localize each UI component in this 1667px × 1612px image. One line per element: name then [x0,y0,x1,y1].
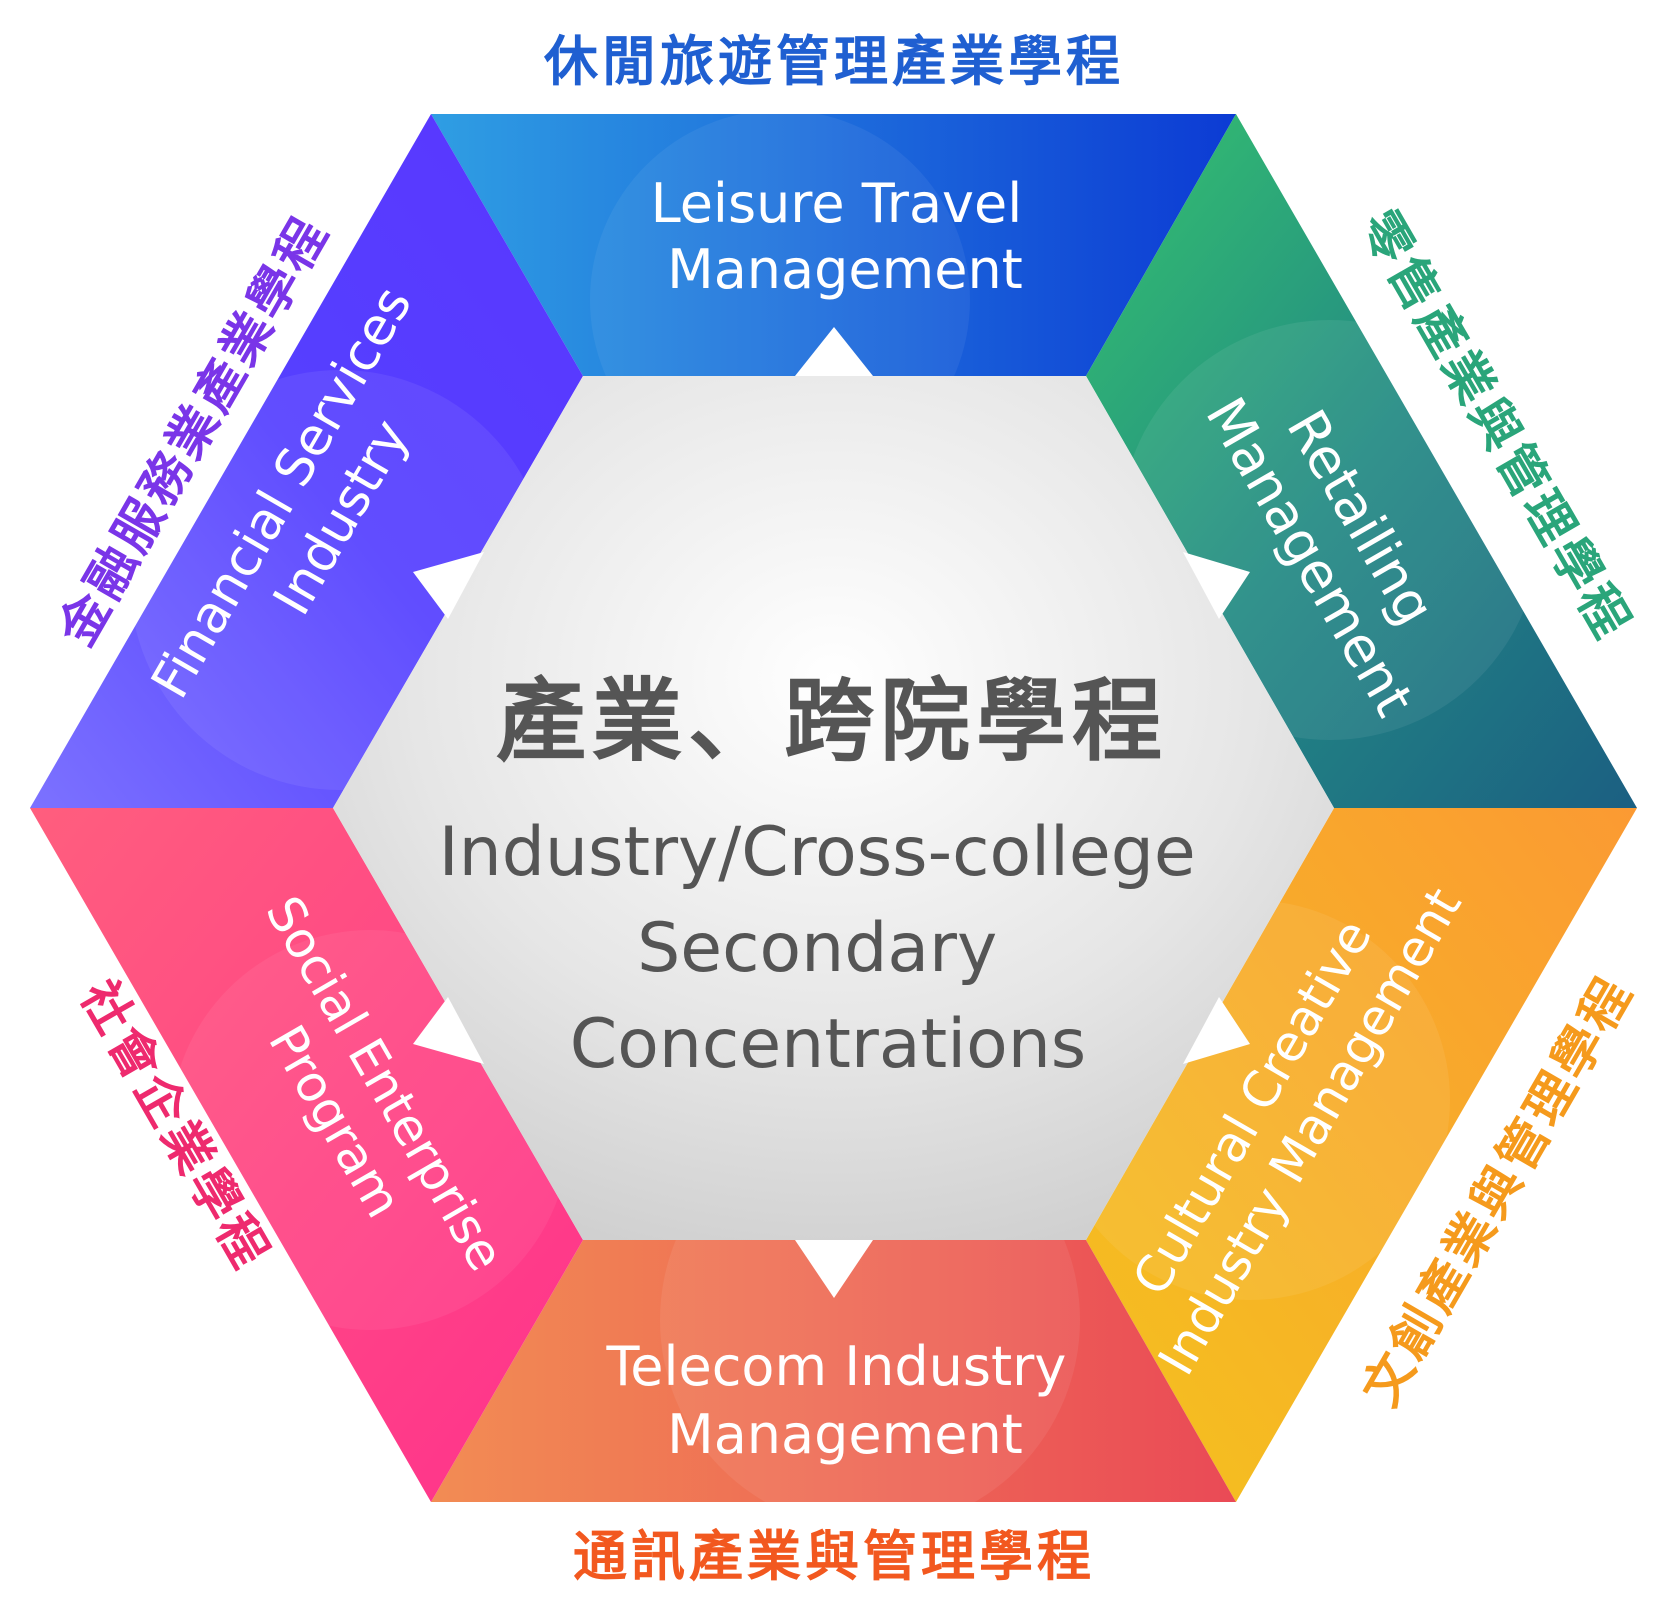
telecom-label-en-line: Management [667,1403,1023,1466]
telecom-label-en-line: Telecom Industry [605,1335,1066,1398]
center-title-en-line: Industry/Cross-college [439,813,1196,892]
center-title-en-line: Concentrations [570,1005,1086,1084]
telecom-label-en: Telecom Industry Management [605,1335,1083,1466]
segment-social [30,808,583,1502]
notch-arrow [1183,552,1250,619]
center-title-zh: 產業、跨院學程 [496,668,1168,774]
segment-financial [30,114,583,808]
leisure-label-zh: 休閒旅遊管理產業學程 [543,30,1124,93]
segment-retailing [1086,114,1637,808]
center-title-en-line: Secondary [637,909,997,988]
leisure-label-en: Leisure Travel Management [651,172,1040,301]
notch-arrow [413,997,484,1064]
notch-arrow [795,327,873,376]
notch-arrow [413,552,484,619]
leisure-label-en-line: Leisure Travel [651,172,1023,235]
notch-arrow [1183,997,1250,1064]
notch-arrow [795,1240,873,1298]
telecom-label-zh: 通訊產業與管理學程 [573,1525,1095,1588]
leisure-label-en-line: Management [667,238,1023,301]
segment-telecom [431,1240,1236,1502]
segment-cultural [1086,808,1637,1502]
center-hexagon [333,376,1334,1240]
segment-leisure [431,114,1236,376]
center-title-en: Industry/Cross-college Secondary Concent… [439,813,1218,1084]
